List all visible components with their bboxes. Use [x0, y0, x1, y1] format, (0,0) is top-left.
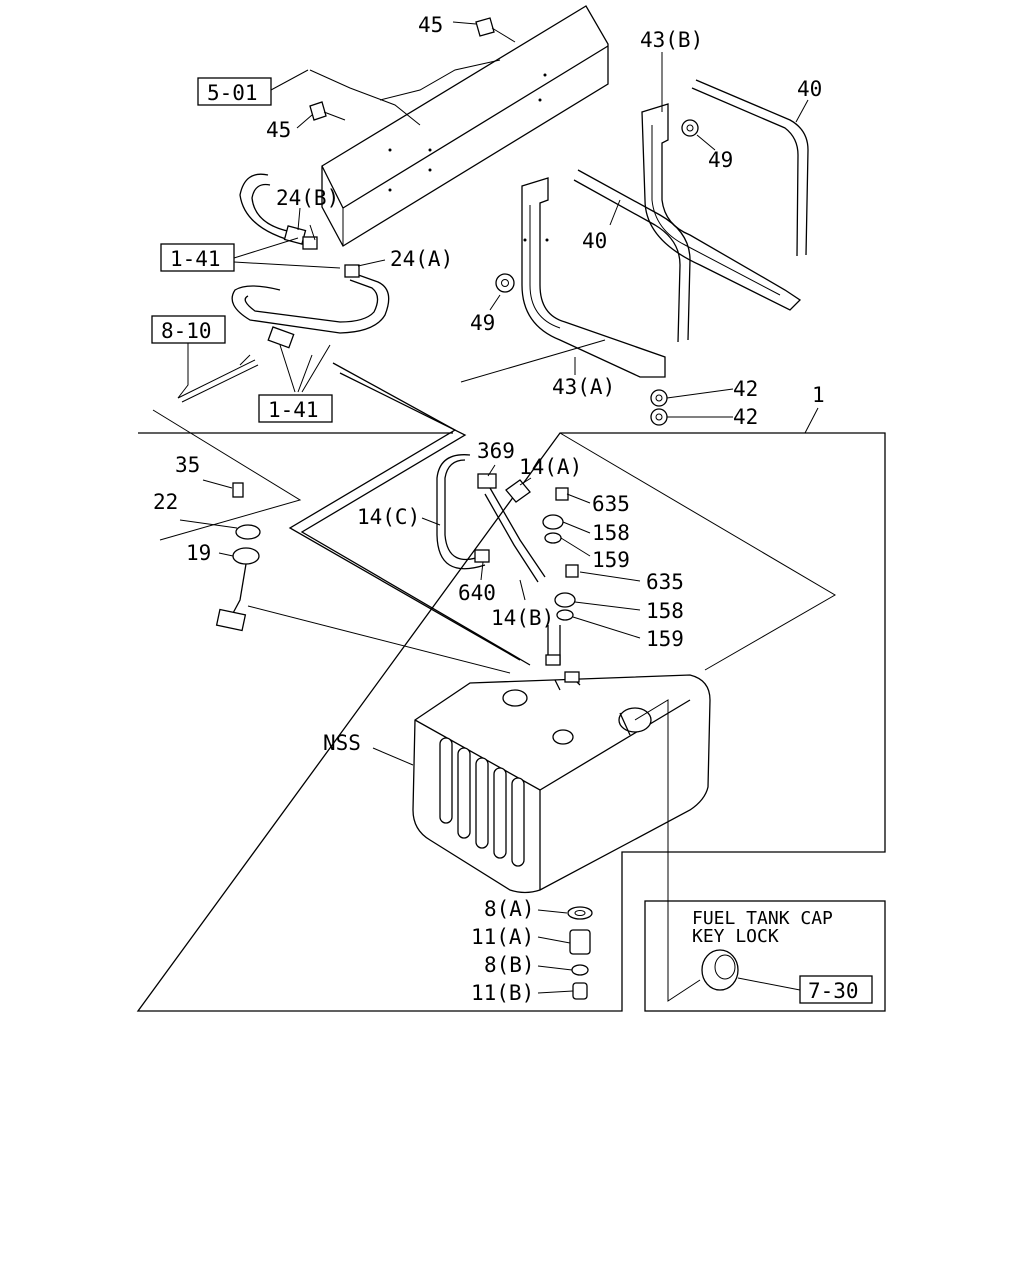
strap-40-right: [691, 79, 809, 257]
bolt-45-top: [475, 17, 516, 43]
fuel-tank: [412, 674, 711, 894]
frame-rail: [309, 5, 609, 247]
fitting-369: [477, 473, 497, 489]
callout-35: 35: [175, 453, 200, 477]
inset-title-line2: KEY LOCK: [692, 926, 779, 947]
bolt-635-a: [555, 487, 569, 501]
leader-sender: [152, 409, 302, 541]
callout-49-left: 49: [470, 311, 495, 335]
fitting-158-159-a: [542, 514, 564, 544]
callout-14c: 14(C): [357, 505, 420, 529]
leader-float: [247, 605, 511, 674]
sender-unit: [215, 482, 261, 632]
tank-fittings: [545, 625, 581, 691]
callout-14b: 14(B): [491, 606, 554, 630]
callout-8b: 8(B): [484, 953, 535, 977]
ref-label-730: 7-30: [808, 979, 859, 1003]
nut-49-left: [495, 273, 515, 293]
callout-158-b: 158: [646, 599, 684, 623]
tank-outline-line: [460, 339, 836, 671]
callout-159-a: 159: [592, 548, 630, 572]
callout-19: 19: [186, 541, 211, 565]
bolt-45-left: [309, 101, 346, 121]
ref-label-141-upper: 1-41: [170, 247, 221, 271]
bracket-43a: [521, 177, 666, 378]
hose-14a: [505, 479, 531, 503]
bolt-635-b: [565, 564, 579, 578]
callout-40-right: 40: [797, 77, 822, 101]
callout-635-b: 635: [646, 570, 684, 594]
callout-158-a: 158: [592, 521, 630, 545]
leader-lines: [177, 21, 819, 994]
ref-box-501: [197, 77, 272, 106]
inset-title-line1: FUEL TANK CAP: [692, 908, 833, 929]
callout-159-b: 159: [646, 627, 684, 651]
nut-42-b: [650, 408, 668, 426]
callout-49-right: 49: [708, 148, 733, 172]
nut-42-a: [650, 389, 668, 407]
callout-11a: 11(A): [471, 925, 534, 949]
bracket-43b: [641, 103, 802, 311]
callout-635-a: 635: [592, 492, 630, 516]
nut-49-right: [681, 119, 699, 137]
ref-label-141-lower: 1-41: [268, 398, 319, 422]
callout-640: 640: [458, 581, 496, 605]
callout-1: 1: [812, 383, 825, 407]
wire-harness: [177, 354, 259, 403]
inset-frame: [644, 900, 886, 1012]
pipe-14b: [484, 487, 546, 583]
fitting-158-159-b: [554, 592, 576, 621]
pipe-route-1: [288, 362, 521, 661]
ref-label-810: 8-10: [161, 319, 212, 343]
hose-upper: [239, 173, 318, 250]
callout-40-mid: 40: [582, 229, 607, 253]
callout-14a: 14(A): [519, 455, 582, 479]
callout-45-top: 45: [418, 13, 443, 37]
callout-43b: 43(B): [640, 28, 703, 52]
callout-8a: 8(A): [484, 897, 535, 921]
callout-24b: 24(B): [276, 186, 339, 210]
strap-40-mid: [573, 169, 691, 343]
callout-43a: 43(A): [552, 375, 615, 399]
ref-label-501: 5-01: [207, 81, 258, 105]
callout-42-b: 42: [733, 405, 758, 429]
hose-14c: [436, 454, 490, 570]
callout-45-left: 45: [266, 118, 291, 142]
callout-42-a: 42: [733, 377, 758, 401]
drain-plugs: [567, 906, 593, 1000]
callout-nss: NSS: [323, 731, 361, 755]
callout-24a: 24(A): [390, 247, 453, 271]
callout-11b: 11(B): [471, 981, 534, 1005]
hose-lower: [231, 264, 390, 349]
callout-22: 22: [153, 490, 178, 514]
pipe-route-2: [300, 372, 531, 666]
ref-box-141-lower: [258, 394, 333, 423]
fuel-tank-cap: [634, 699, 739, 1002]
callout-369: 369: [477, 439, 515, 463]
